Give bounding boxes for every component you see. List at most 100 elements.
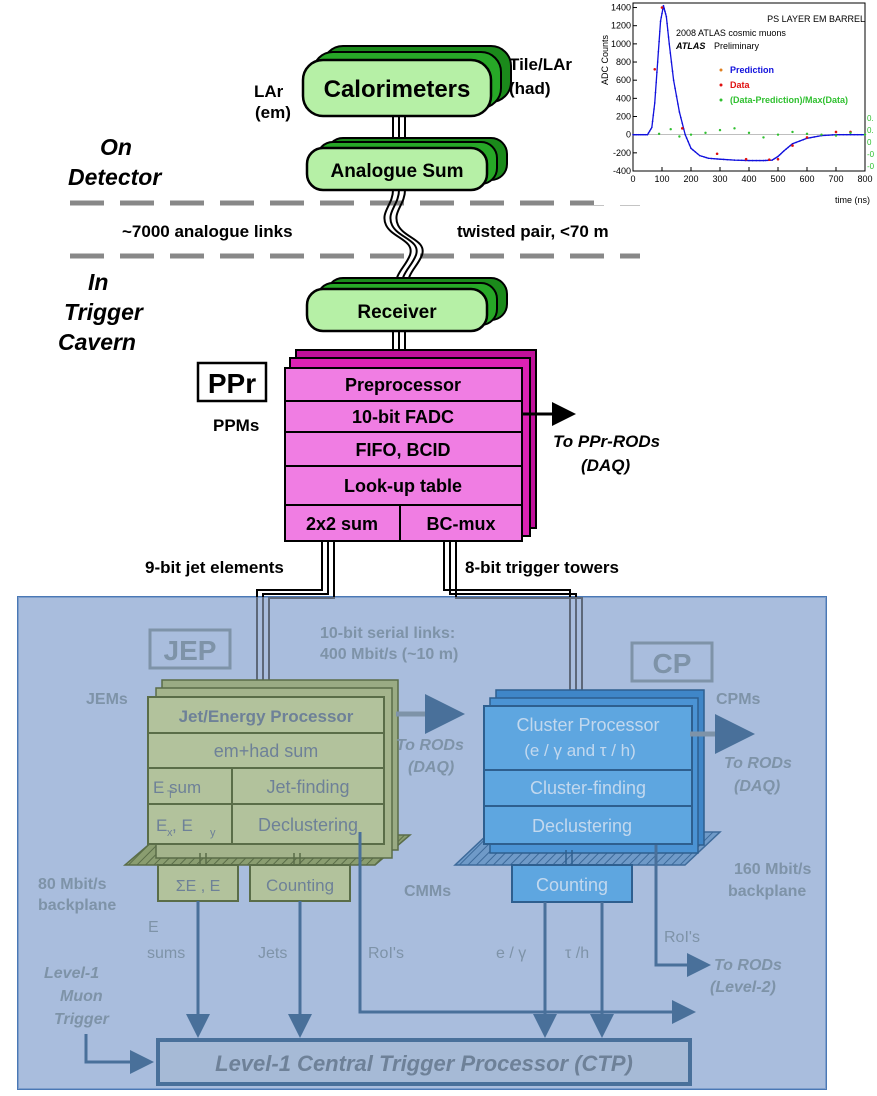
- ppr-rods-line2: (DAQ): [581, 456, 630, 475]
- prediction-point: [696, 152, 699, 155]
- prediction-point: [657, 51, 660, 53]
- prediction-point: [658, 40, 660, 43]
- cp-cmm-connectors: [565, 850, 573, 866]
- ppr-bcmux-label: BC-mux: [426, 514, 495, 534]
- ratio-point: [689, 133, 693, 136]
- inset-xtick-label: 800: [857, 174, 872, 184]
- trigger-towers-label: 8-bit trigger towers: [465, 558, 619, 577]
- twisted-pair-label: twisted pair, <70 m: [457, 222, 609, 241]
- prediction-point: [653, 108, 655, 110]
- prediction-point: [677, 103, 679, 105]
- twisted-pair-wire: [383, 189, 424, 291]
- prediction-point: [838, 133, 841, 136]
- inset-ytick-label: -400: [613, 166, 631, 176]
- ppr-row-fifo: FIFO, BCID: [356, 440, 451, 460]
- ratio-point: [704, 131, 707, 135]
- inset-atlas: ATLAS: [675, 41, 705, 51]
- prediction-point: [678, 111, 681, 113]
- data-point: [715, 152, 719, 156]
- in-trigger-cavern-line3: Cavern: [58, 329, 136, 355]
- inset-right-tick-label: 0.: [867, 114, 874, 123]
- prediction-point: [692, 149, 694, 151]
- prediction-point: [687, 140, 689, 143]
- ctp-label: Level-1 Central Trigger Processor (CTP): [215, 1051, 633, 1076]
- jep-sumet: ΣE , E: [176, 878, 221, 895]
- data-point: [681, 127, 684, 130]
- prediction-point: [694, 151, 697, 153]
- receiver-block: Receiver: [305, 277, 508, 333]
- prediction-point: [701, 155, 703, 158]
- muon-arrow: [84, 1034, 154, 1074]
- prediction-point: [648, 130, 651, 132]
- inset-xtick-label: 0: [630, 174, 635, 184]
- inset-ytick-label: -200: [613, 148, 631, 158]
- prediction-point: [730, 159, 732, 161]
- lar-em-line1: LAr: [254, 82, 284, 101]
- data-point: [653, 67, 657, 71]
- inset-xtick-label: 400: [741, 174, 756, 184]
- prediction-point: [842, 133, 845, 136]
- on-detector-line1: On: [100, 134, 132, 160]
- prediction-point: [668, 43, 671, 45]
- inset-right-tick-label: -0: [867, 150, 875, 159]
- prediction-point: [719, 158, 721, 160]
- cp-rods-daq-line2: (DAQ): [734, 778, 780, 795]
- prediction-point: [817, 135, 819, 138]
- analogue-links-label: ~7000 analogue links: [122, 222, 293, 241]
- tauh-label: τ /h: [565, 945, 589, 962]
- jep-bp-line2: backplane: [38, 897, 116, 914]
- prediction-point: [641, 133, 643, 136]
- prediction-point: [670, 61, 673, 63]
- muon-line1: Level-1: [44, 965, 99, 982]
- prediction-point: [764, 159, 767, 162]
- prediction-point: [791, 142, 794, 145]
- legend-data: Data: [730, 80, 751, 90]
- prediction-point: [707, 157, 710, 160]
- inset-preliminary: Preliminary: [714, 41, 760, 51]
- prediction-point: [809, 136, 812, 139]
- in-trigger-cavern-line2: Trigger: [64, 299, 144, 325]
- cp-rods-l2-line2: (Level-2): [710, 979, 776, 996]
- data-point: [805, 136, 809, 139]
- serial-links-line1: 10-bit serial links:: [320, 625, 455, 642]
- prediction-point: [740, 159, 743, 162]
- prediction-point: [690, 147, 692, 150]
- data-point: [834, 130, 838, 134]
- inset-plot: ADC Counts time (ns) PS LAYER EM BARREL …: [594, 0, 877, 205]
- prediction-point: [781, 151, 784, 154]
- prediction-point: [774, 157, 776, 160]
- muon-line2: Muon: [60, 988, 103, 1005]
- prediction-point: [849, 133, 852, 136]
- prediction-point: [802, 138, 805, 141]
- ratio-point: [863, 133, 867, 136]
- et-sums-line1: E: [148, 919, 159, 936]
- prediction-point: [751, 159, 754, 162]
- inset-right-tick-label: 0.: [867, 126, 874, 135]
- prediction-point: [661, 8, 664, 11]
- prediction-point: [813, 136, 816, 138]
- prediction-point: [667, 36, 670, 38]
- inset-right-tick-label: -0: [867, 162, 875, 171]
- prediction-point: [777, 155, 779, 158]
- ratio-point: [776, 133, 780, 136]
- prediction-point: [644, 133, 647, 136]
- prediction-point: [780, 152, 782, 155]
- inset-xtick-label: 100: [654, 174, 669, 184]
- cp-rods-daq-line1: To RODs: [724, 755, 792, 772]
- ppr-block: Preprocessor 10-bit FADC FIFO, BCID Look…: [284, 349, 537, 542]
- prediction-point: [664, 10, 666, 12]
- prediction-point: [703, 156, 705, 158]
- inset-ytick-label: 1000: [611, 39, 631, 49]
- prediction-point: [651, 126, 653, 129]
- cpms-label: CPMs: [716, 691, 761, 708]
- prediction-point: [755, 159, 758, 162]
- receiver-label: Receiver: [357, 302, 437, 323]
- prediction-point: [853, 133, 855, 136]
- jep-block: Jet/Energy Processor em+had sum E sum T …: [122, 679, 413, 866]
- prediction-point: [667, 29, 669, 32]
- prediction-point: [671, 70, 674, 72]
- prediction-point: [771, 159, 773, 161]
- ratio-point: [669, 128, 672, 131]
- cp-rois-label: RoI's: [664, 929, 700, 946]
- prediction-point: [783, 150, 785, 152]
